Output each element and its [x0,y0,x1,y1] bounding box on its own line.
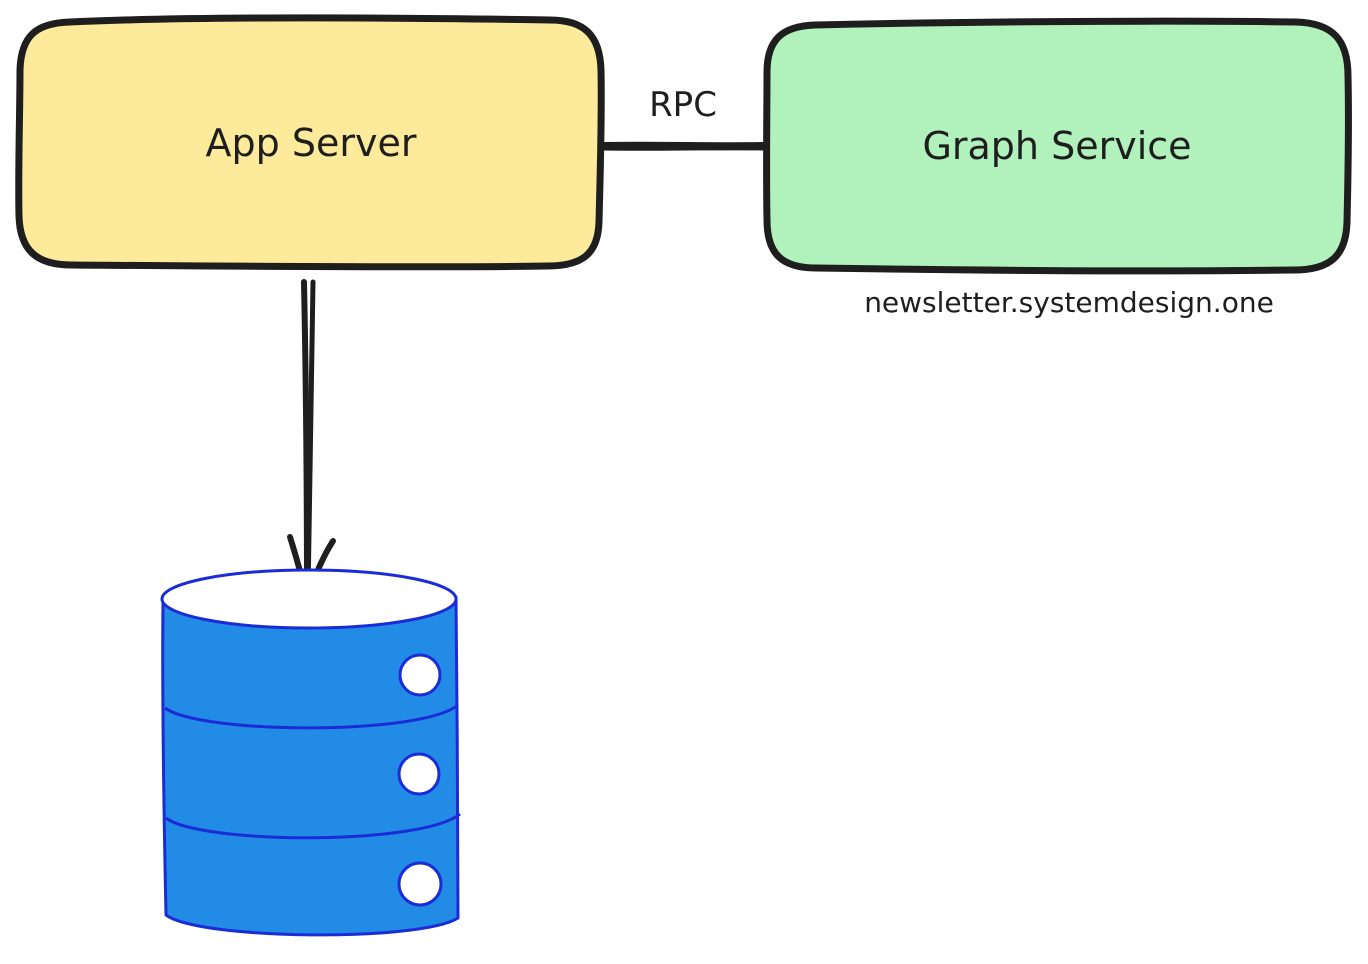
database-indicator-3 [397,861,443,907]
database-divider-2 [165,812,461,840]
app-server-node[interactable]: App Server [15,14,605,271]
database-node[interactable] [160,568,461,937]
database-indicator-2 [397,752,441,796]
database-divider-1 [164,703,459,730]
rpc-connector-line [599,141,770,151]
arrow-shaft-stroke2 [305,279,316,599]
rpc-label: RPC [649,85,717,125]
rpc-connector-line-stroke2 [602,147,767,151]
database-indicator-1 [398,653,442,697]
app-server-label: App Server [206,121,417,165]
graph-service-box [763,17,1352,275]
app-to-db-arrow [287,279,336,601]
graph-service-node[interactable]: Graph Service [763,17,1352,275]
watermark-text: newsletter.systemdesign.one [864,286,1274,319]
app-server-box [15,14,605,271]
database-top [160,568,458,630]
rpc-edge: RPC [599,85,770,151]
graph-service-label: Graph Service [922,124,1191,168]
